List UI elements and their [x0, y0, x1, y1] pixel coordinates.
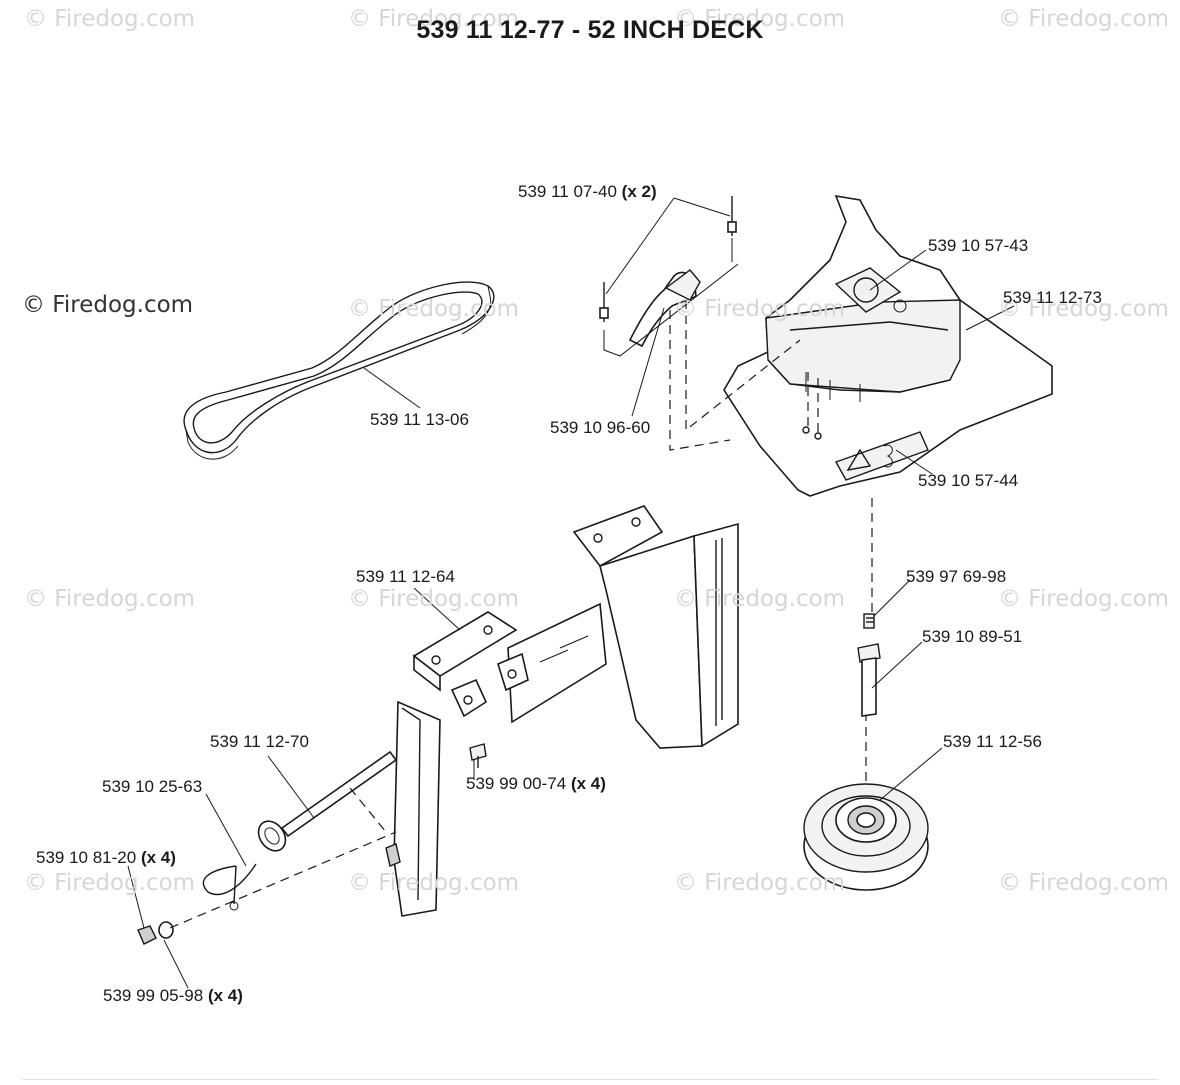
watermark: © Firedog.com [998, 296, 1170, 322]
watermark: © Firedog.com [998, 586, 1170, 612]
part-number: 539 10 89-51 [922, 627, 1023, 646]
watermark: © Firedog.com [674, 6, 846, 32]
part-label-pulley: 539 11 12-56 [943, 732, 1042, 752]
fitting-drawing [863, 613, 875, 629]
part-label-hairpin: 539 10 25-63 [102, 777, 202, 797]
part-label-decal-top: 539 10 57-43 [928, 236, 1028, 256]
part-label-decal-warning: 539 10 57-44 [918, 471, 1018, 491]
part-label-locknut: 539 10 81-20 (x 4) [36, 848, 176, 868]
part-number: 539 11 13-06 [370, 410, 469, 429]
part-label-fitting: 539 97 69-98 [906, 567, 1006, 587]
watermark: © Firedog.com [998, 870, 1170, 896]
part-number: 539 10 96-60 [550, 418, 651, 437]
part-number: 539 10 57-44 [918, 471, 1019, 490]
watermark: © Firedog.com [24, 870, 196, 896]
watermark: © Firedog.com [998, 6, 1170, 32]
page-title: 539 11 12-77 - 52 INCH DECK [416, 16, 764, 44]
part-label-bolt: 539 10 89-51 [922, 627, 1022, 647]
part-quantity: (x 2) [621, 182, 657, 201]
part-number: 539 11 12-73 [1003, 288, 1102, 307]
part-number: 539 11 12-70 [210, 732, 309, 751]
bracket-assembly-drawing [385, 505, 739, 917]
shield-drawing [723, 194, 1053, 497]
part-label-pin: 539 11 07-40 (x 2) [518, 182, 657, 202]
part-number: 539 10 25-63 [102, 777, 203, 796]
part-label-washer: 539 99 05-98 (x 4) [103, 986, 243, 1006]
watermark: © Firedog.com [24, 6, 196, 32]
part-quantity: (x 4) [207, 986, 243, 1005]
belt-drawing [183, 281, 495, 460]
part-label-bracket: 539 11 12-64 [356, 567, 455, 587]
copyright-notice: © Firedog.com [22, 292, 194, 318]
pin-and-clip-drawing [599, 196, 739, 357]
part-number: 539 99 05-98 [103, 986, 204, 1005]
part-label-clip: 539 10 96-60 [550, 418, 650, 438]
part-label-rod: 539 11 12-70 [210, 732, 309, 752]
part-number: 539 97 69-98 [906, 567, 1007, 586]
watermark: © Firedog.com [348, 6, 520, 32]
watermark: © Firedog.com [674, 870, 846, 896]
part-number: 539 10 57-43 [928, 236, 1029, 255]
watermark: © Firedog.com [348, 870, 520, 896]
bolt-drawing [857, 643, 881, 717]
part-number: 539 11 07-40 [518, 182, 617, 201]
part-number: 539 10 81-20 [36, 848, 137, 867]
pulley-drawing [803, 783, 929, 891]
part-quantity: (x 4) [140, 848, 176, 867]
part-number: 539 99 00-74 [466, 774, 567, 793]
part-label-carriage-bolt: 539 99 00-74 (x 4) [466, 774, 606, 794]
leader-lines [127, 197, 1015, 989]
part-quantity: (x 4) [570, 774, 606, 793]
watermark: © Firedog.com [348, 296, 520, 322]
watermark: © Firedog.com [674, 296, 846, 322]
bottom-divider [22, 1079, 1158, 1080]
part-number: 539 11 12-64 [356, 567, 455, 586]
rod-hardware-drawing [137, 750, 398, 945]
watermark: © Firedog.com [24, 586, 196, 612]
watermark: © Firedog.com [348, 586, 520, 612]
part-number: 539 11 12-56 [943, 732, 1042, 751]
watermark: © Firedog.com [674, 586, 846, 612]
part-label-belt: 539 11 13-06 [370, 410, 469, 430]
part-label-shield: 539 11 12-73 [1003, 288, 1102, 308]
